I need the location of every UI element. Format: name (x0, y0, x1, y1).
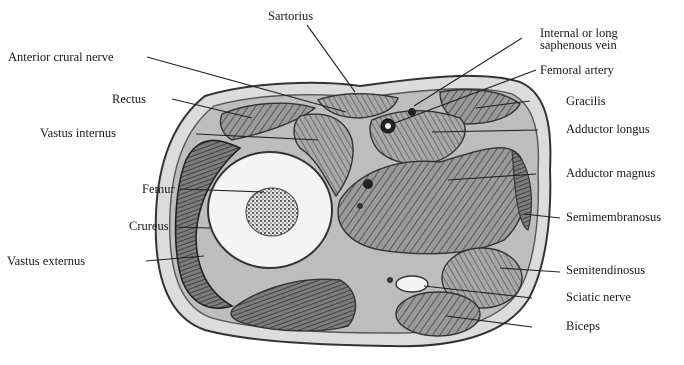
saphenous-vein-vessel (408, 108, 416, 116)
label-anterior-crural-nerve: Anterior crural nerve (8, 51, 114, 64)
femoral-artery-lumen (385, 123, 391, 129)
sciatic-vessel (387, 277, 393, 283)
sciatic-nerve-shape (396, 276, 428, 292)
label-vastus-externus: Vastus externus (7, 255, 85, 268)
label-femoral-artery: Femoral artery (540, 64, 614, 77)
deep-vessel-2 (357, 203, 363, 209)
label-gracilis: Gracilis (566, 95, 606, 108)
biceps-muscle (396, 292, 480, 336)
label-vastus-internus: Vastus internus (40, 127, 116, 140)
deep-vessel (363, 179, 373, 189)
label-rectus: Rectus (112, 93, 146, 106)
label-adductor-longus: Adductor longus (566, 123, 650, 136)
label-sartorius: Sartorius (268, 10, 313, 23)
label-saphenous-line2: saphenous vein (540, 39, 617, 52)
label-biceps: Biceps (566, 320, 600, 333)
label-crureus: Crureus (129, 220, 169, 233)
label-adductor-magnus: Adductor magnus (566, 167, 655, 180)
label-semimembranosus: Semimembranosus (566, 211, 661, 224)
femur-marrow (246, 188, 298, 236)
label-femur: Femur (142, 183, 175, 196)
label-sciatic-nerve: Sciatic nerve (566, 291, 631, 304)
label-semitendinosus: Semitendinosus (566, 264, 645, 277)
